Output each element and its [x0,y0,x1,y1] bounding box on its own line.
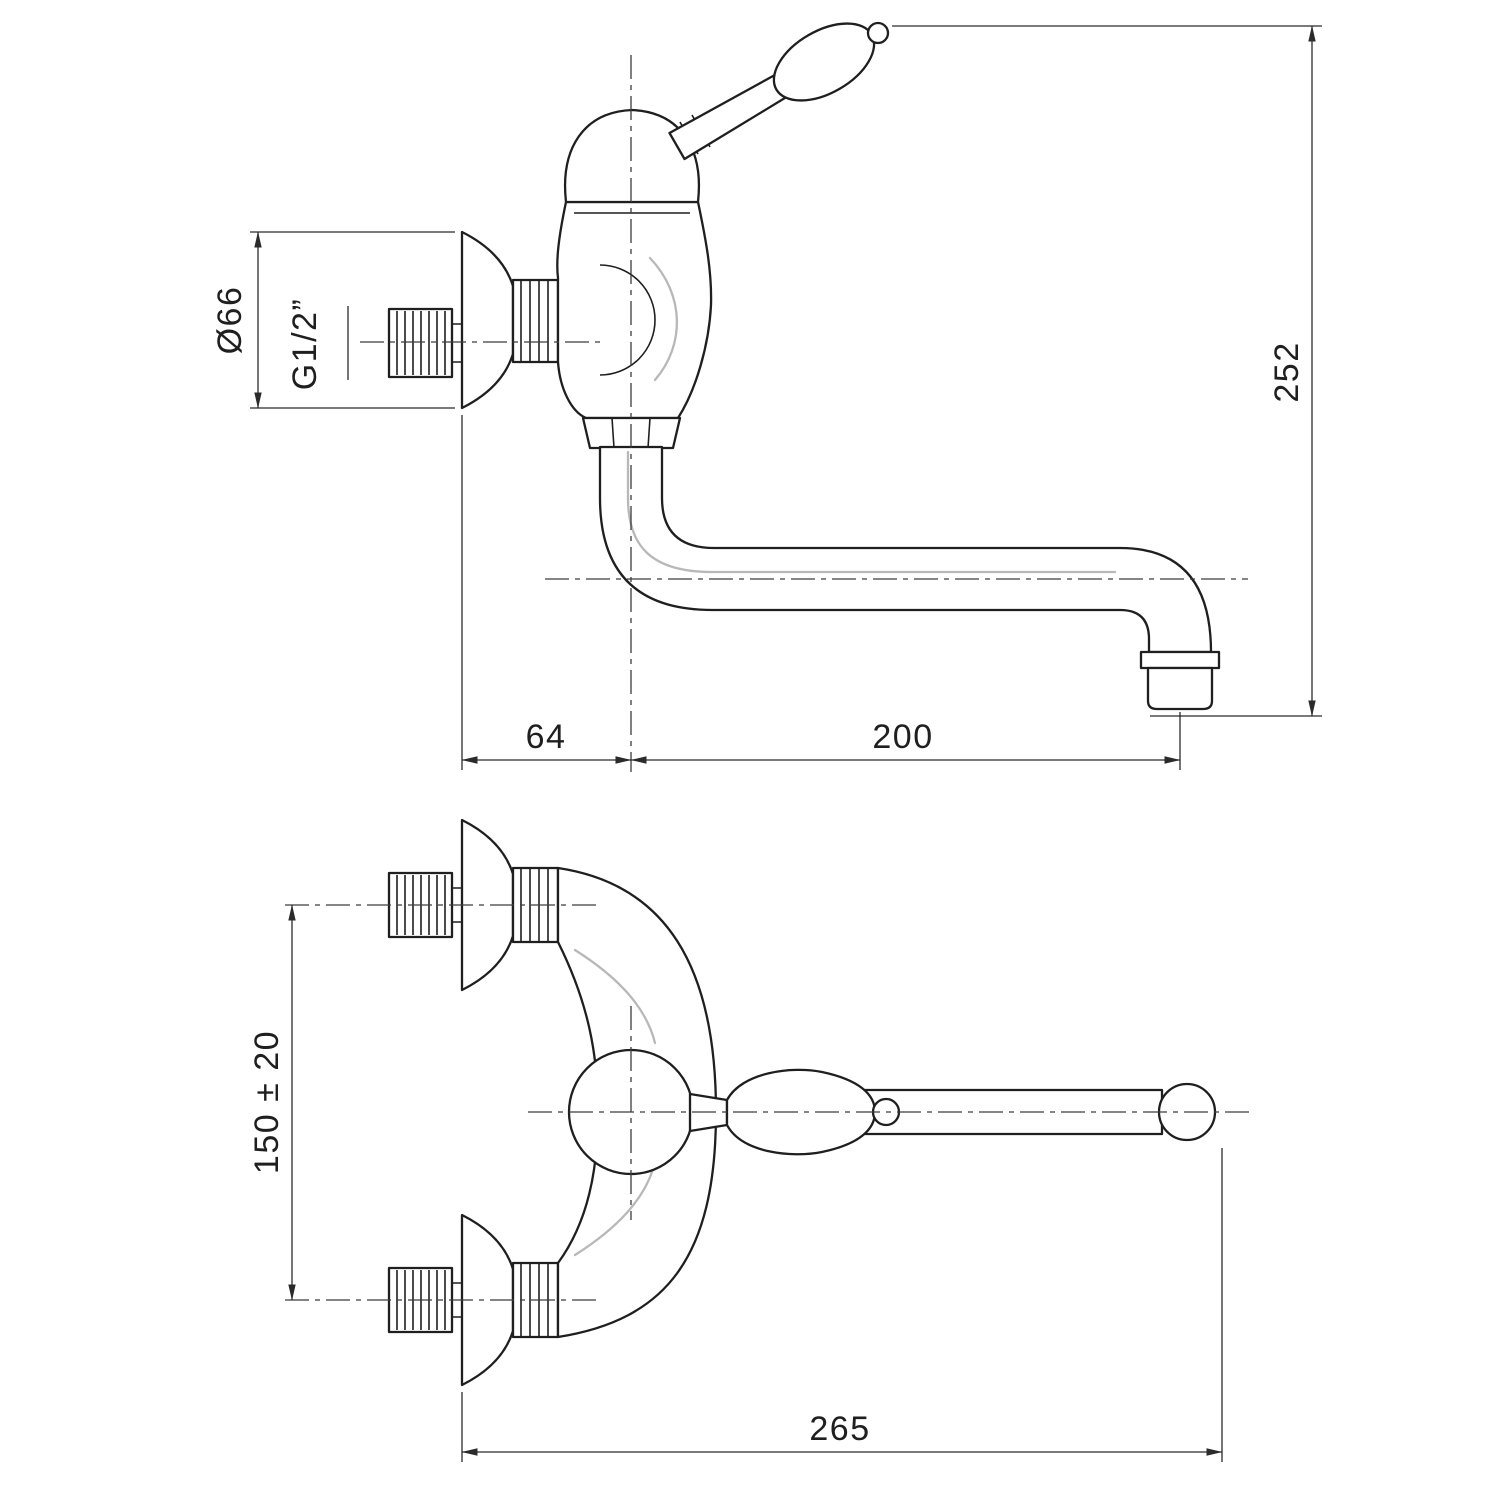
nipple-shank [452,1282,462,1318]
body-highlight-upper [573,948,657,1045]
spout-nut-facets [611,417,651,449]
body-highlight [648,256,679,382]
spout-tube [598,445,1213,654]
wall-offset-label: 64 [526,718,567,756]
wall-connection [387,230,560,410]
internal-ball-arc [599,264,656,376]
body-shell [556,200,713,420]
overall-projection-label: 265 [809,1410,870,1448]
escutcheon-flange [460,230,515,410]
flange-diameter-label: Ø66 [211,286,249,355]
spout-reach-label: 200 [872,718,933,756]
nipple-threads [396,311,446,375]
handle-finial [866,21,890,45]
inlet-spacing-label: 150 ± 20 [248,1030,286,1174]
side-view [387,21,1221,711]
overall-height-label: 252 [1268,341,1306,402]
height-extension-lines [892,25,1322,717]
thread-size-label: G1/2” [286,298,324,391]
dome-cap [563,108,701,204]
body-highlight-lower [573,1160,657,1257]
spout [581,416,1221,711]
dimensions: Ø66 G1/2” 252 64 200 150 ± 20 265 [211,25,1322,1462]
side-view-highlights [626,256,1117,574]
ribbed-nut [511,278,560,364]
aerator-collar [1139,650,1221,670]
spout-highlight [626,450,1117,574]
centerlines [285,55,1250,1301]
nipple-shank [452,323,462,363]
nipple-shank [452,887,462,923]
lever-handle [668,21,890,161]
flange-extension-lines [250,231,455,409]
mixer-body [556,108,713,420]
aerator-body [1146,666,1214,711]
ribbed-nut-ribs [520,280,549,362]
